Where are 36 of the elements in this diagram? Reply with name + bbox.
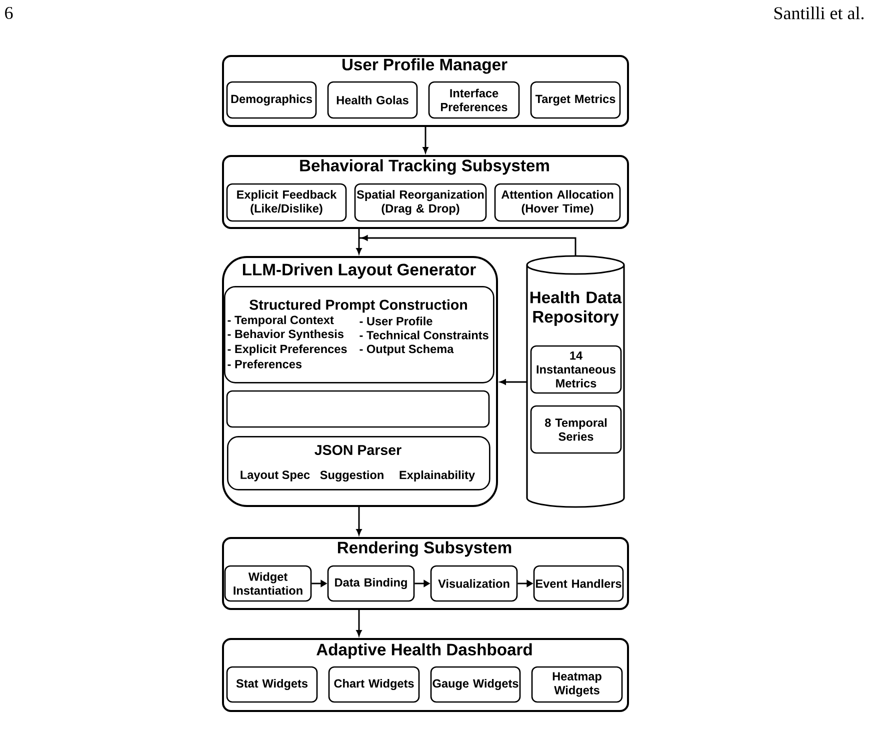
arrow [356, 610, 362, 636]
list-item: - Output Schema [360, 344, 454, 356]
list-item: - User Profile [360, 316, 432, 326]
item-label: Layout Spec [240, 470, 310, 482]
arrow [500, 379, 527, 385]
component-box: Explicit Feedback (Like/Dislike) [226, 183, 347, 222]
component-box: Event Handlers [533, 565, 624, 602]
component-box: Demographics [226, 81, 317, 119]
arrow [359, 235, 576, 256]
arrow [356, 507, 362, 535]
component-box: Target Metrics [530, 81, 621, 119]
component-box: Interface Preferences [428, 81, 520, 119]
component-box: Health Golas [327, 81, 418, 119]
item-label: Suggestion [320, 470, 384, 482]
running-head: Santilli et al. [774, 6, 864, 20]
item-label: Explainability [400, 470, 475, 482]
component-box: 8 Temporal Series [530, 405, 622, 454]
component-box: 14 Instantaneous Metrics [530, 345, 622, 394]
list-item: - Temporal Context [228, 316, 334, 326]
list-item: - Preferences [228, 360, 302, 368]
list-item: - Technical Constraints [360, 330, 488, 340]
page-number: 6 [5, 6, 13, 20]
component-box: Visualization [430, 565, 518, 602]
list-item: - Explicit Preferences [228, 344, 347, 356]
component-box: Gauge Widgets [430, 666, 521, 703]
component-box: Attention Allocation (Hover Time) [494, 183, 621, 222]
component-box: Stat Widgets [226, 666, 318, 703]
arrow [422, 127, 428, 153]
component-box: Heatmap Widgets [531, 666, 623, 703]
component-box: Spatial Reorganization (Drag & Drop) [354, 183, 487, 222]
component-box: Data Binding [327, 565, 415, 602]
list-item: - Behavior Synthesis [228, 330, 344, 340]
component-box: Widget Instantiation [224, 565, 312, 602]
component-box: Chart Widgets [328, 666, 420, 703]
arrow [356, 238, 362, 254]
empty-box [226, 390, 490, 428]
